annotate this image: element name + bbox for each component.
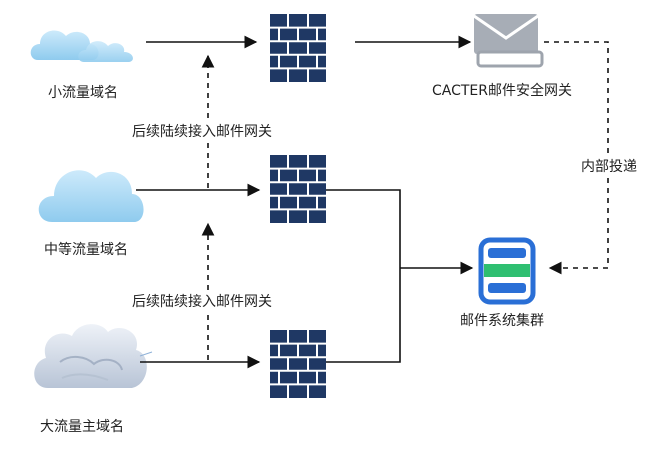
cluster-label: 邮件系统集群 xyxy=(460,313,544,329)
lower-future-note: 后续陆续接入邮件网关 xyxy=(130,293,274,311)
firewalls-to-cluster-line xyxy=(326,189,401,363)
connectors xyxy=(136,35,474,369)
medium-traffic-label: 中等流量域名 xyxy=(44,242,128,258)
small-traffic-label: 小流量域名 xyxy=(48,85,118,101)
firewall-icon-large xyxy=(269,329,327,399)
dashed-connectors xyxy=(201,41,609,360)
small-traffic-cloud-icon xyxy=(30,30,133,62)
mail-gateway-icon xyxy=(473,14,544,68)
internal-delivery-arrow xyxy=(544,41,609,275)
medium-traffic-cloud-icon xyxy=(38,170,144,222)
large-traffic-label: 大流量主域名 xyxy=(40,419,124,435)
large-traffic-cloud-icon xyxy=(34,324,153,388)
firewall-icon-medium xyxy=(269,154,327,224)
firewall-icon-small xyxy=(269,13,327,83)
mail-server-cluster-icon xyxy=(478,237,536,305)
internal-delivery-label: 内部投递 xyxy=(579,158,639,176)
gateway-label: CACTER邮件安全网关 xyxy=(432,83,573,99)
upper-future-note: 后续陆续接入邮件网关 xyxy=(130,123,274,141)
